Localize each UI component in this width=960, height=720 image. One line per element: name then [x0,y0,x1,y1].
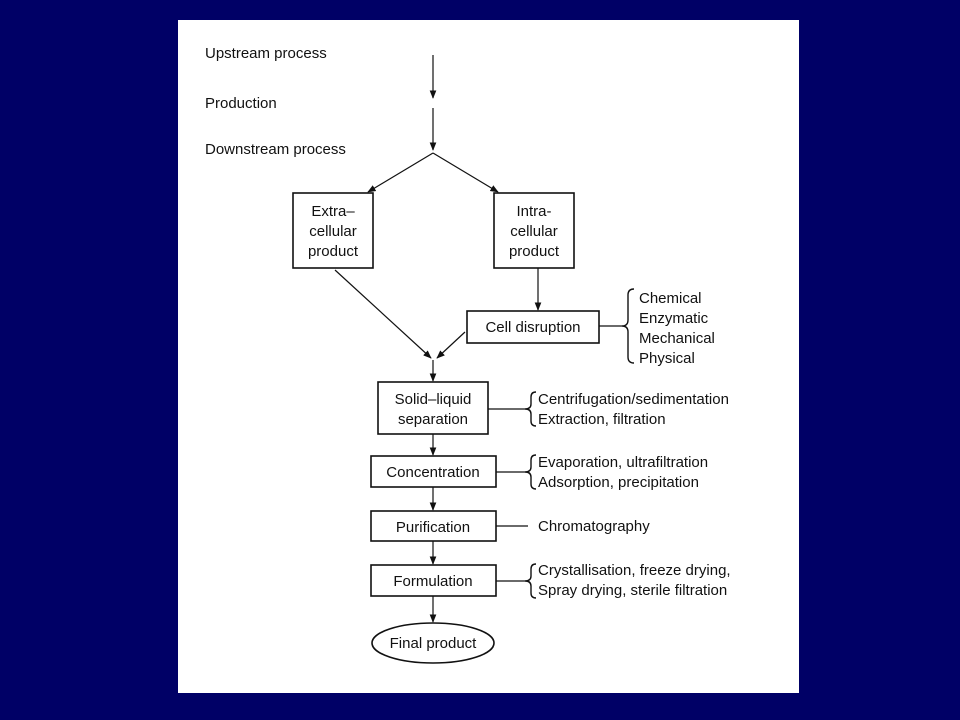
extracellular-line-2: cellular [309,223,357,240]
cell-disruption-label: Cell disruption [485,319,580,336]
formulation-label: Formulation [393,573,472,590]
intracellular-line-3: product [509,243,560,260]
solid-liquid-separation-box [377,381,489,435]
formulation-brace [524,563,537,599]
method-extraction-filtration: Extraction, filtration [538,411,666,428]
intracellular-product-box [493,192,575,269]
method-spray-drying: Spray drying, sterile filtration [538,582,727,599]
extracellular-line-3: product [308,243,359,260]
arrow-cell-disruption-to-merge [436,331,466,359]
bioprocess-flowchart: Upstream process Production Downstream p… [205,45,731,664]
method-centrifugation: Centrifugation/sedimentation [538,391,729,408]
intracellular-line-1: Intra- [516,203,551,220]
method-mechanical: Mechanical [639,330,715,347]
cell-disruption-brace [621,288,635,364]
concentration-brace [524,454,537,490]
method-adsorption: Adsorption, precipitation [538,474,699,491]
cell-disruption-box [466,310,600,344]
downstream-process-label: Downstream process [205,141,346,158]
formulation-box [370,564,497,597]
method-physical: Physical [639,350,695,367]
method-evaporation: Evaporation, ultrafiltration [538,454,708,471]
upstream-process-label: Upstream process [205,45,327,62]
arrow-split-to-intracellular [432,152,499,193]
method-chemical: Chemical [639,290,702,307]
solid-liquid-brace [524,391,537,427]
diagram-paper: Upstream process Production Downstream p… [178,20,799,693]
method-chromatography: Chromatography [538,518,650,535]
solid-liquid-line-1: Solid–liquid [395,391,472,408]
method-crystallisation: Crystallisation, freeze drying, [538,562,731,579]
final-product-label: Final product [390,635,478,652]
arrow-split-to-extracellular [367,152,434,193]
arrow-extracellular-to-merge [334,269,432,359]
concentration-label: Concentration [386,464,479,481]
production-label: Production [205,95,277,112]
solid-liquid-line-2: separation [398,411,468,428]
extracellular-product-box [292,192,374,269]
final-product-ellipse [371,622,495,664]
purification-label: Purification [396,519,470,536]
extracellular-line-1: Extra– [311,203,355,220]
concentration-box [370,455,497,488]
intracellular-line-2: cellular [510,223,558,240]
method-enzymatic: Enzymatic [639,310,709,327]
